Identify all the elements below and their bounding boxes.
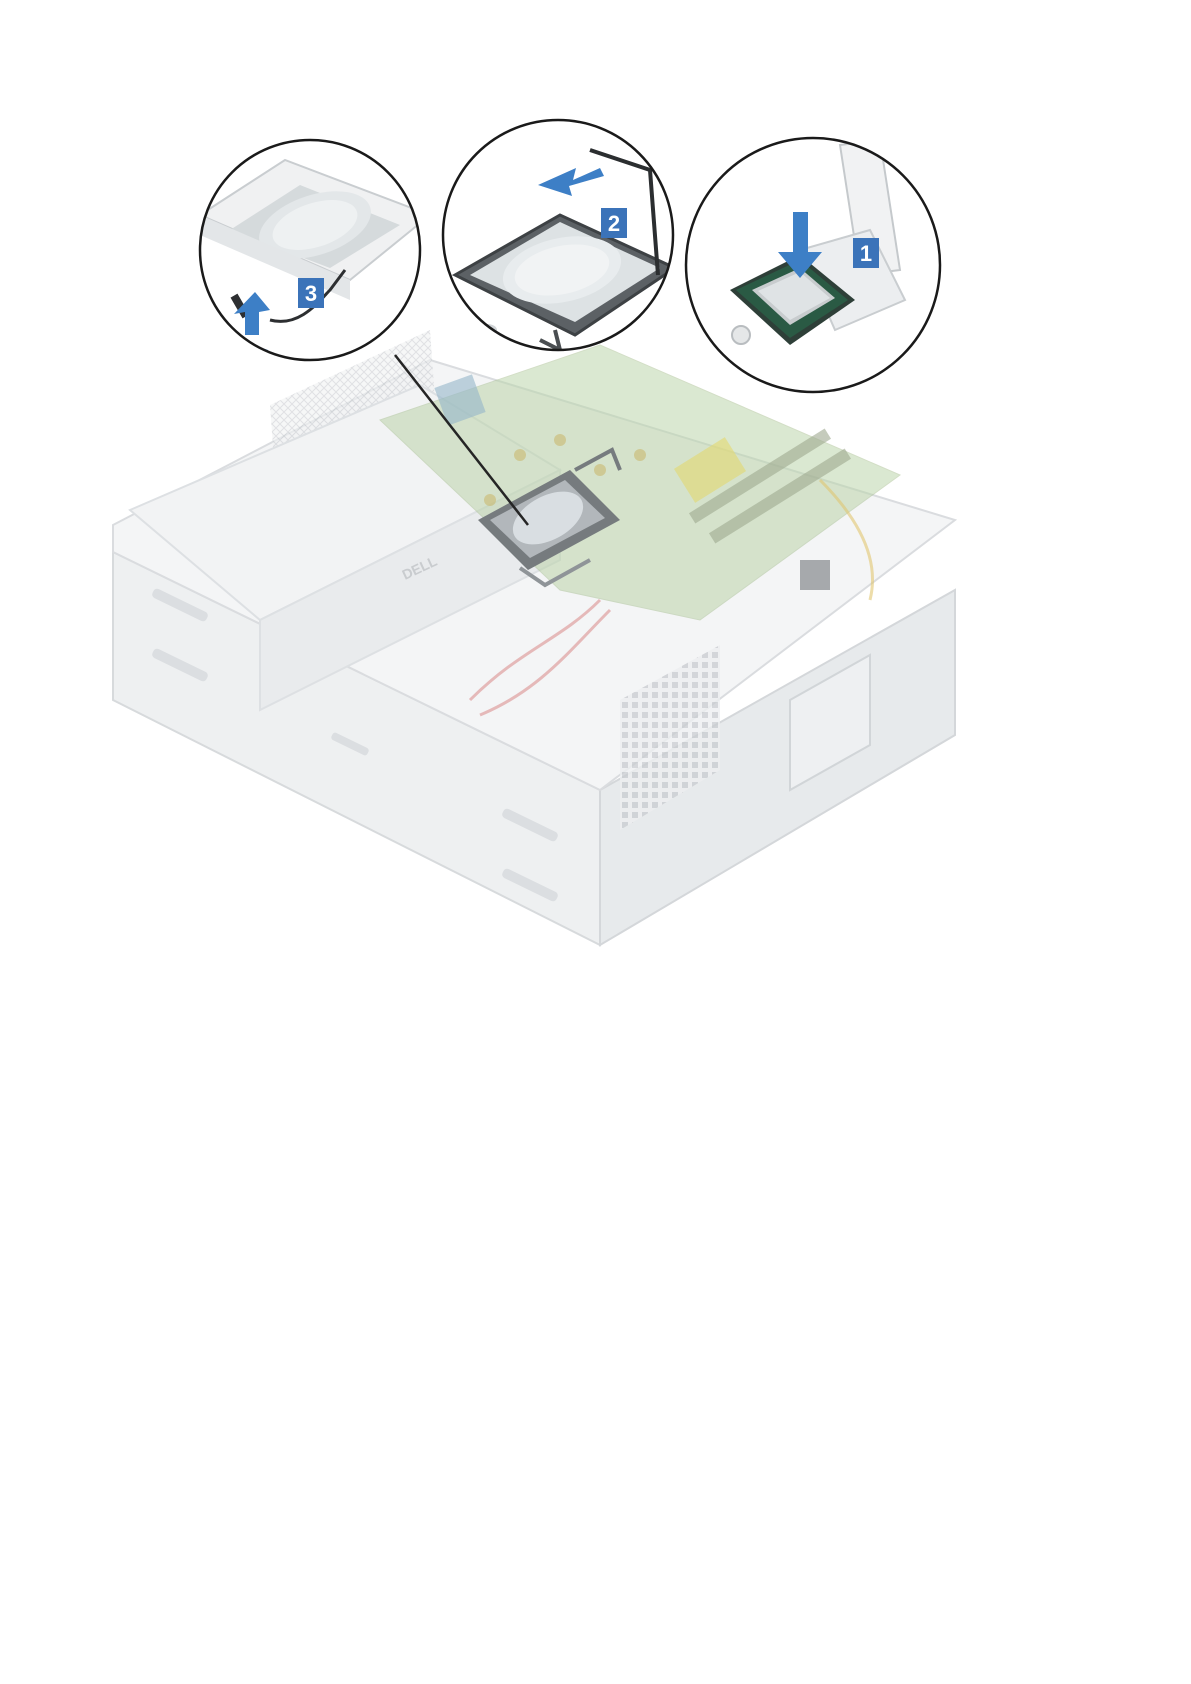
step-badge-1: 1 bbox=[853, 238, 879, 268]
detail-circle-step-1: 1 bbox=[686, 138, 940, 392]
step-number-3: 3 bbox=[305, 281, 317, 306]
step-badge-3: 3 bbox=[298, 278, 324, 308]
step-number-1: 1 bbox=[860, 241, 872, 266]
computer-chassis: DELL bbox=[113, 330, 955, 945]
detail-circle-step-2: 2 bbox=[443, 120, 675, 350]
cpu-install-illustration: DELL bbox=[0, 0, 1191, 1000]
detail-circle-step-3: 3 bbox=[200, 140, 430, 362]
step-number-2: 2 bbox=[608, 211, 620, 236]
step-badge-2: 2 bbox=[601, 208, 627, 238]
